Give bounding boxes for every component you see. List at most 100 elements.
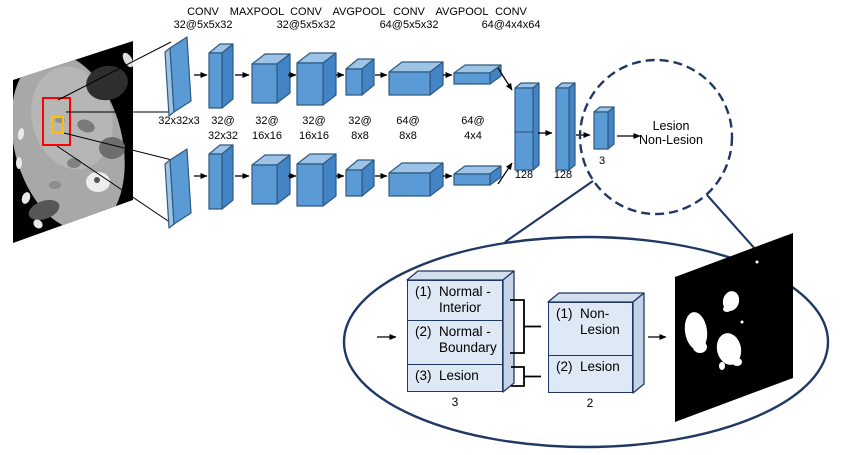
fm-size: 32@	[348, 115, 372, 127]
fm-size: 16x16	[252, 130, 282, 142]
feature-map-block-bottom-1-side	[221, 144, 234, 210]
feature-map-block-top-3-front	[296, 62, 324, 106]
op-name: CONV	[290, 6, 322, 18]
roi-outer-box	[42, 97, 71, 146]
fc-layer-128-side	[568, 82, 576, 171]
input-slab-bottom	[169, 148, 192, 225]
class3-box-side-face	[502, 270, 515, 393]
feature-map-block-bottom-5	[388, 162, 444, 197]
feature-map-block-bottom-3-side	[322, 153, 337, 207]
output-class-non-lesion: Non-Lesion	[639, 133, 703, 147]
class2-row-lesion: (2) Lesion	[549, 355, 632, 389]
op-label-avgpool1: AVGPOOL	[304, 6, 414, 19]
row-text: Lesion	[580, 359, 620, 374]
feature-map-block-bottom-5-front	[388, 172, 431, 197]
callout-line-left	[504, 180, 594, 243]
op-label-conv2: CONV 32@5x5x32	[251, 6, 361, 32]
feature-map-block-top-1-front	[208, 52, 223, 109]
feature-map-block-top-6	[453, 64, 502, 85]
segmentation-mask-image	[675, 233, 793, 422]
feature-map-block-top-4-front	[345, 68, 363, 96]
fm-size: 32x32	[208, 130, 238, 142]
class3-box: (1) Normal - Interior (2) Normal - Bound…	[407, 280, 503, 392]
class2-box: (1) Non-Lesion (2) Lesion	[548, 302, 633, 393]
class3-row-normal-boundary: (2) Normal - Boundary	[408, 320, 502, 364]
input-slab-top	[169, 36, 192, 113]
op-detail: 64@5x5x32	[379, 19, 439, 31]
class2-box-top-face	[547, 292, 645, 303]
row-text: Normal - Boundary	[439, 324, 497, 355]
feature-map-block-bottom-1-front	[208, 153, 223, 210]
roi-inner-box	[51, 116, 64, 134]
fm-size: 64@	[461, 115, 485, 127]
op-name: AVGPOOL	[332, 6, 386, 18]
feature-map-block-bottom-1	[208, 144, 234, 210]
row-number: (1)	[556, 306, 573, 321]
feature-map-block-top-3	[296, 52, 337, 106]
roi-projection-line-1	[57, 41, 172, 101]
feature-map-block-bottom-6-front	[453, 173, 491, 186]
feature-map-block-bottom-2-front	[251, 164, 278, 205]
output-class-lesion: Lesion	[652, 119, 690, 133]
op-label-avgpool2: AVGPOOL	[407, 6, 517, 19]
overlay-layer	[342, 58, 830, 449]
fm-label-4: 32@ 8x8	[315, 114, 405, 144]
roi-projection-line-4	[56, 145, 175, 226]
feature-map-block-top-3-side	[322, 52, 337, 106]
output-layer-3	[593, 106, 615, 150]
feature-map-block-bottom-4-front	[345, 169, 363, 197]
fc-layer-128-concat-side	[532, 82, 540, 171]
op-detail: 64@4x4x64	[481, 19, 541, 31]
fm-size: 8x8	[351, 130, 369, 142]
fm-size: 32@	[255, 115, 279, 127]
feature-map-block-top-4	[345, 58, 375, 96]
feature-map-block-top-2	[251, 53, 291, 104]
fc-layer-128	[555, 82, 576, 171]
class3-box-top-face	[406, 270, 515, 281]
op-name: CONV	[495, 6, 527, 18]
op-label-conv1: CONV 32@5x5x32	[148, 6, 258, 32]
fm-size: 16x16	[299, 130, 329, 142]
output-classes-label: Lesion Non-Lesion	[606, 119, 736, 147]
fm-size: 8x8	[399, 130, 417, 142]
op-detail: 32@5x5x32	[276, 19, 336, 31]
arrow-merge-bottom	[497, 162, 513, 185]
class3-row-lesion: (3) Lesion	[408, 364, 502, 390]
fm-size: 64@	[396, 115, 420, 127]
feature-map-block-bottom-3-front	[296, 163, 324, 207]
flow-arrows	[194, 67, 667, 340]
feature-map-block-bottom-3	[296, 153, 337, 207]
feature-map-block-bottom-2	[251, 154, 291, 205]
row-number: (2)	[415, 324, 432, 339]
fm-size: 32@	[302, 115, 326, 127]
output-layer-3-front	[593, 111, 609, 150]
ct-scan-image	[13, 41, 133, 243]
class3-row-normal-interior: (1) Normal - Interior	[408, 281, 502, 320]
network-blocks	[164, 36, 615, 229]
op-label-conv4: CONV 64@4x4x64	[456, 6, 566, 32]
fc-layer-128-front	[555, 87, 570, 171]
merge-bracket-large	[510, 299, 541, 354]
fc3-size-label: 3	[598, 155, 606, 167]
class2-box-side-face	[632, 292, 645, 394]
fm-label-1: 32@ 32x32	[178, 114, 268, 144]
fm-label-2: 32@ 16x16	[222, 114, 312, 144]
fm-label-input: 32x32x3	[134, 114, 224, 129]
classifier-dashed-circle	[578, 58, 734, 216]
feature-map-block-top-5	[388, 61, 444, 96]
merge-bracket-small	[511, 366, 541, 387]
fm-label-3: 32@ 16x16	[269, 114, 359, 144]
feature-map-block-bottom-4	[345, 159, 375, 197]
fm-size: 4x4	[464, 130, 482, 142]
feature-map-block-top-1	[208, 43, 234, 109]
class2-row-non-lesion: (1) Non-Lesion	[549, 303, 632, 355]
feature-map-block-bottom-6	[453, 165, 502, 186]
op-label-conv3: CONV 64@5x5x32	[354, 6, 464, 32]
fm-label-5: 64@ 8x8	[363, 114, 453, 144]
fc-layer-128-concat-front	[514, 87, 534, 171]
roi-projection-line-3	[63, 132, 173, 161]
fm-label-6: 64@ 4x4	[428, 114, 518, 144]
feature-map-block-top-6-front	[453, 72, 491, 85]
row-text: Non-Lesion	[580, 306, 620, 337]
row-number: (3)	[415, 368, 432, 383]
